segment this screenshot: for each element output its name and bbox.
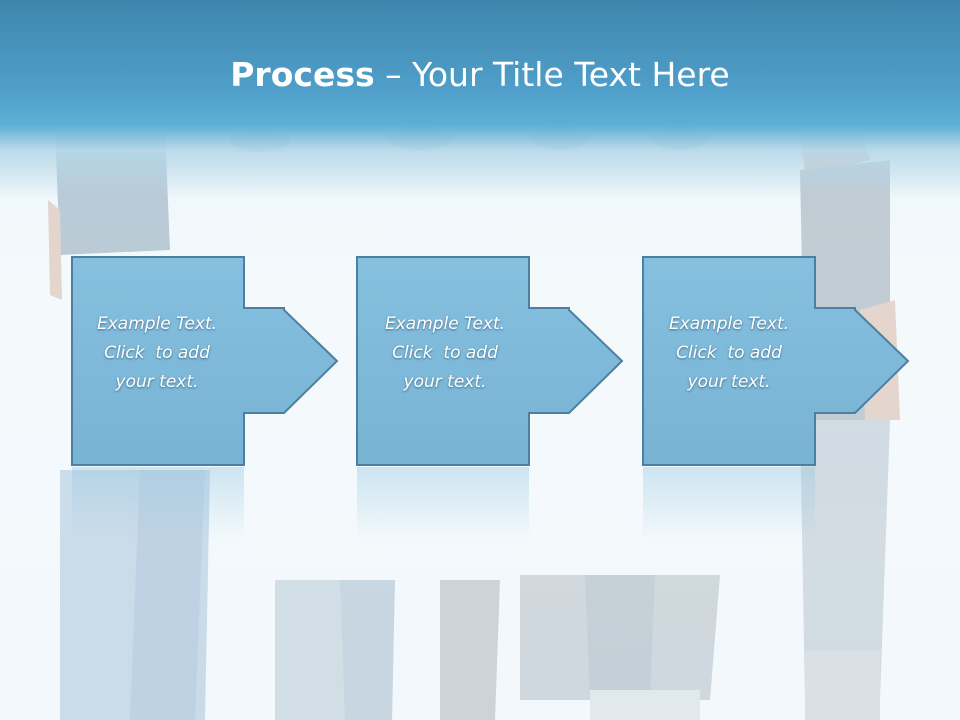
process-step-3[interactable] — [642, 256, 910, 540]
step-line: Example Text. — [384, 314, 506, 334]
title-bold: Process — [230, 55, 375, 94]
header-band — [0, 0, 960, 200]
step-line: Click to add — [104, 343, 210, 363]
process-step-1[interactable] — [71, 256, 339, 540]
step-line: Click to add — [676, 343, 782, 363]
step-line: your text. — [115, 372, 199, 392]
step-line: Example Text. — [668, 314, 790, 334]
process-step-2-text[interactable]: Example Text. Click to add your text. — [360, 310, 530, 397]
slide-title[interactable]: Process – Your Title Text Here — [0, 55, 960, 94]
process-step-3-text[interactable]: Example Text. Click to add your text. — [644, 310, 814, 397]
step-line: Click to add — [392, 343, 498, 363]
step-line: your text. — [687, 372, 771, 392]
process-step-1-text[interactable]: Example Text. Click to add your text. — [72, 310, 242, 397]
process-step-2[interactable] — [356, 256, 624, 540]
title-rest: – Your Title Text Here — [374, 55, 730, 94]
step-line: Example Text. — [96, 314, 218, 334]
step-line: your text. — [403, 372, 487, 392]
